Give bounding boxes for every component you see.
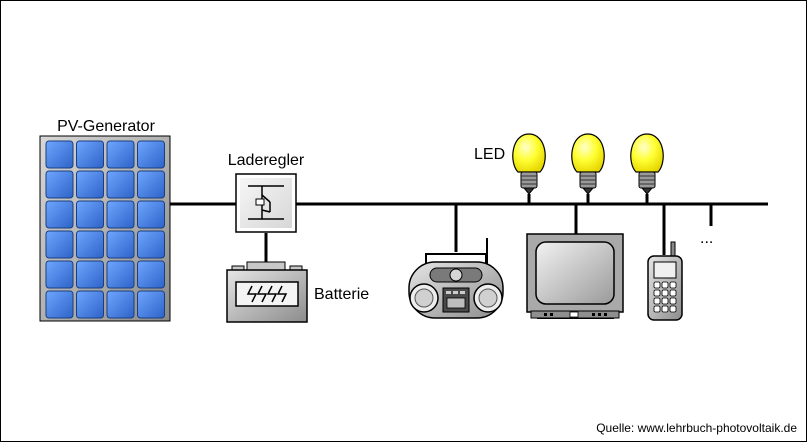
phone-key — [661, 297, 669, 305]
solar-cell — [76, 170, 104, 199]
solar-cell — [137, 230, 165, 259]
solar-cell — [106, 290, 135, 319]
phone-key — [653, 289, 661, 297]
phone-key — [669, 289, 677, 297]
led-bulb-icon — [512, 133, 546, 195]
solar-cell — [76, 200, 104, 229]
wiring — [170, 194, 768, 264]
pv-generator-label: PV-Generator — [57, 118, 156, 135]
pv-generator: PV-Generator — [39, 118, 171, 322]
solar-cell — [137, 170, 165, 199]
solar-cell — [106, 200, 135, 229]
solar-cell — [45, 140, 74, 169]
solar-cell — [45, 170, 74, 199]
phone-key — [661, 305, 669, 313]
solar-cell — [137, 290, 165, 319]
source-credit: Quelle: www.lehrbuch-photovoltaik.de — [596, 421, 797, 435]
solar-cell — [76, 290, 104, 319]
phone-key — [661, 281, 669, 289]
phone-key — [669, 281, 677, 289]
solar-cell — [106, 260, 135, 289]
solar-cells — [45, 140, 165, 319]
solar-cell — [45, 260, 74, 289]
solar-cell — [76, 230, 104, 259]
battery-label: Batterie — [314, 286, 369, 303]
solar-cell — [137, 260, 165, 289]
solar-cell — [76, 140, 104, 169]
more-devices-ellipsis: ... — [700, 230, 713, 247]
phone-key — [653, 305, 661, 313]
solar-cell — [106, 140, 135, 169]
solar-cell — [45, 230, 74, 259]
phone-key — [669, 305, 677, 313]
led-bulb-icon — [630, 133, 664, 195]
radio-device — [408, 238, 504, 319]
mobile-phone-device — [647, 241, 683, 321]
solar-cell — [137, 140, 165, 169]
charge-controller: Laderegler — [228, 152, 305, 233]
led-bulbs — [512, 133, 664, 195]
phone-key — [653, 281, 661, 289]
solar-cell — [106, 170, 135, 199]
led-label: LED — [474, 146, 505, 163]
solar-cell — [45, 290, 74, 319]
phone-keypad — [653, 281, 677, 313]
solar-cell — [106, 230, 135, 259]
solar-cell — [76, 260, 104, 289]
phone-key — [669, 297, 677, 305]
phone-key — [661, 289, 669, 297]
solar-cell — [137, 200, 165, 229]
phone-key — [653, 297, 661, 305]
charge-controller-label: Laderegler — [228, 152, 305, 169]
tv-device — [526, 233, 624, 319]
battery: Batterie — [226, 261, 369, 323]
led-bulb-icon — [571, 133, 605, 195]
solar-cell — [45, 200, 74, 229]
